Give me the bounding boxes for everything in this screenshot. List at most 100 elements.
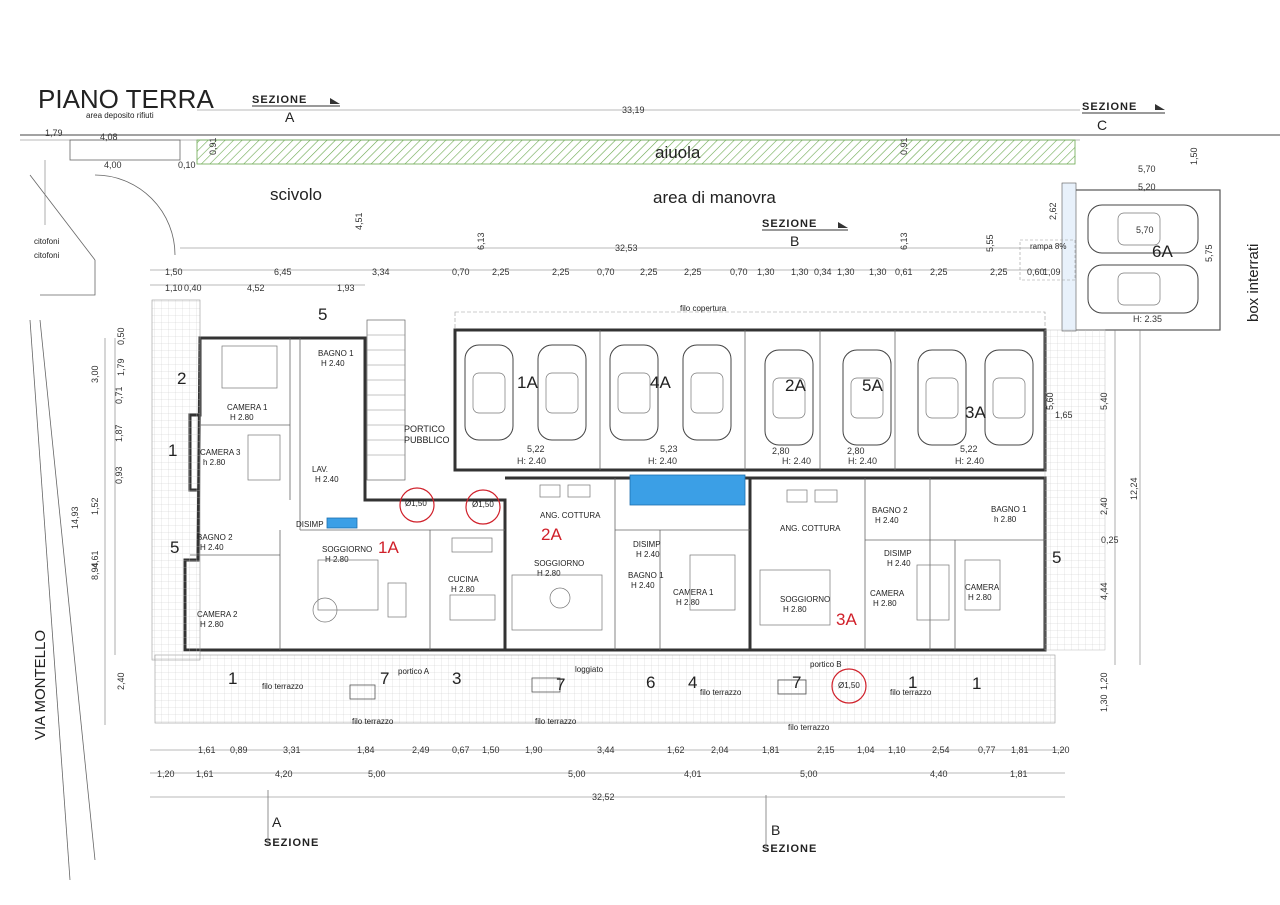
car-roof <box>772 377 806 419</box>
room-name: CAMERA 1 <box>673 588 714 597</box>
terrace-number: 1 <box>908 673 917 692</box>
citofoni-label: citofoni <box>34 251 60 260</box>
dim-value: 3,44 <box>597 745 615 755</box>
dim-value: 0,70 <box>730 267 748 277</box>
filo-terrazzo-label: filo terrazzo <box>890 688 932 697</box>
cars <box>464 204 1199 446</box>
dim-value: 4,20 <box>275 769 293 779</box>
parking-height: H: 2.40 <box>648 456 677 466</box>
turning-circles: Ø1,50 Ø1,50 Ø1,50 <box>399 487 867 704</box>
dim-value: 0,91 <box>208 137 218 155</box>
room-name: BAGNO 1 <box>318 349 354 358</box>
room-name: DISIMP <box>633 540 661 549</box>
dim-value: 0,70 <box>452 267 470 277</box>
dim-value: 2,40 <box>1099 497 1109 515</box>
dim-value: 1,30 <box>791 267 809 277</box>
portico-pubblico-label: PORTICO <box>404 424 445 434</box>
circle-label: Ø1,50 <box>405 499 427 508</box>
terrace-number: 5 <box>1052 548 1061 567</box>
car-roof <box>690 372 724 414</box>
car-icon <box>917 349 967 446</box>
dim-value: 2,25 <box>492 267 510 277</box>
manovra-label: area di manovra <box>653 188 776 207</box>
dim-value: 5,00 <box>368 769 386 779</box>
filo-terrazzo-label: filo terrazzo <box>262 682 304 691</box>
car-roof <box>472 372 506 414</box>
room-height: H 2.80 <box>200 620 224 629</box>
parking-width: 2,80 <box>847 446 865 456</box>
car-icon <box>682 344 732 441</box>
parking-label: 5A <box>862 376 883 395</box>
dim-value: 2,25 <box>640 267 658 277</box>
dim-value: 1,81 <box>1011 745 1029 755</box>
car-roof <box>617 372 651 414</box>
parking-width: 5,22 <box>960 444 978 454</box>
section-label: SEZIONE <box>1082 101 1137 113</box>
room-name: CAMERA <box>965 583 1000 592</box>
section-label: SEZIONE <box>264 837 319 849</box>
dim-value: 1,65 <box>1055 410 1073 420</box>
dim-value: 4,01 <box>684 769 702 779</box>
pool <box>629 474 746 506</box>
room-height: H 2.40 <box>887 559 911 568</box>
dim-total: 32,53 <box>615 243 638 253</box>
dim-value: 1,62 <box>667 745 685 755</box>
filo-copertura-label: filo copertura <box>680 304 727 313</box>
dim-value: 0,10 <box>178 160 196 170</box>
dim-value: 8,94 <box>90 562 100 580</box>
car-roof <box>925 377 959 419</box>
dim-value: 1,61 <box>198 745 216 755</box>
car-icon <box>464 344 514 441</box>
terrace-number: 1 <box>228 669 237 688</box>
room-name: CAMERA <box>870 589 905 598</box>
section-marker-a-bottom: A SEZIONE <box>264 790 319 849</box>
portico-pubblico-label: PUBBLICO <box>404 435 450 445</box>
dim-value: 2,25 <box>990 267 1008 277</box>
dim-value: 0,34 <box>814 267 832 277</box>
room-height: H 2.40 <box>200 543 224 552</box>
dim-value: 2,25 <box>684 267 702 277</box>
furniture <box>221 345 1001 631</box>
dimension-lines <box>104 109 1141 798</box>
parking-width: 5,23 <box>660 444 678 454</box>
parking-width: 5,22 <box>527 444 545 454</box>
terrace-number: 6 <box>646 673 655 692</box>
parking-height: H: 2.35 <box>1133 314 1162 324</box>
dim-value: 0,50 <box>116 327 126 345</box>
room-height: H 2.40 <box>636 550 660 559</box>
dim-value: 0,91 <box>899 137 909 155</box>
stairs <box>366 319 406 481</box>
section-letter: B <box>771 822 780 838</box>
circle-label: Ø1,50 <box>838 681 860 690</box>
car-icon <box>764 349 814 446</box>
dim-value: 0,25 <box>1101 535 1119 545</box>
dim-value: 6,45 <box>274 267 292 277</box>
section-letter: A <box>285 109 295 125</box>
unit-label: 1A <box>378 538 399 557</box>
parking-label: 1A <box>517 373 538 392</box>
dim-value: 2,25 <box>930 267 948 277</box>
dim-value: 4,61 <box>90 550 100 568</box>
room-name: DISIMP <box>884 549 912 558</box>
dim-value: 1,84 <box>357 745 375 755</box>
terrace-number: 5 <box>170 538 179 557</box>
dim-value: 1,90 <box>525 745 543 755</box>
blue-panel <box>326 517 358 529</box>
car-roof <box>1117 212 1161 246</box>
dim-value: 1,20 <box>1099 672 1109 690</box>
dim-value: 0,40 <box>184 283 202 293</box>
circle-label: Ø1,50 <box>472 500 494 509</box>
room-height: H 2.40 <box>631 581 655 590</box>
filo-terrazzo-label: filo terrazzo <box>700 688 742 697</box>
dim-value: 14,93 <box>70 506 80 529</box>
room-name: BAGNO 2 <box>872 506 908 515</box>
dim-value: 2,62 <box>1048 202 1058 220</box>
dim-value: 0,70 <box>597 267 615 277</box>
dim-value: 5,20 <box>1138 182 1156 192</box>
room-height: H 2.40 <box>875 516 899 525</box>
terrace-number: 2 <box>177 369 186 388</box>
room-name: ANG. COTTURA <box>540 511 601 520</box>
